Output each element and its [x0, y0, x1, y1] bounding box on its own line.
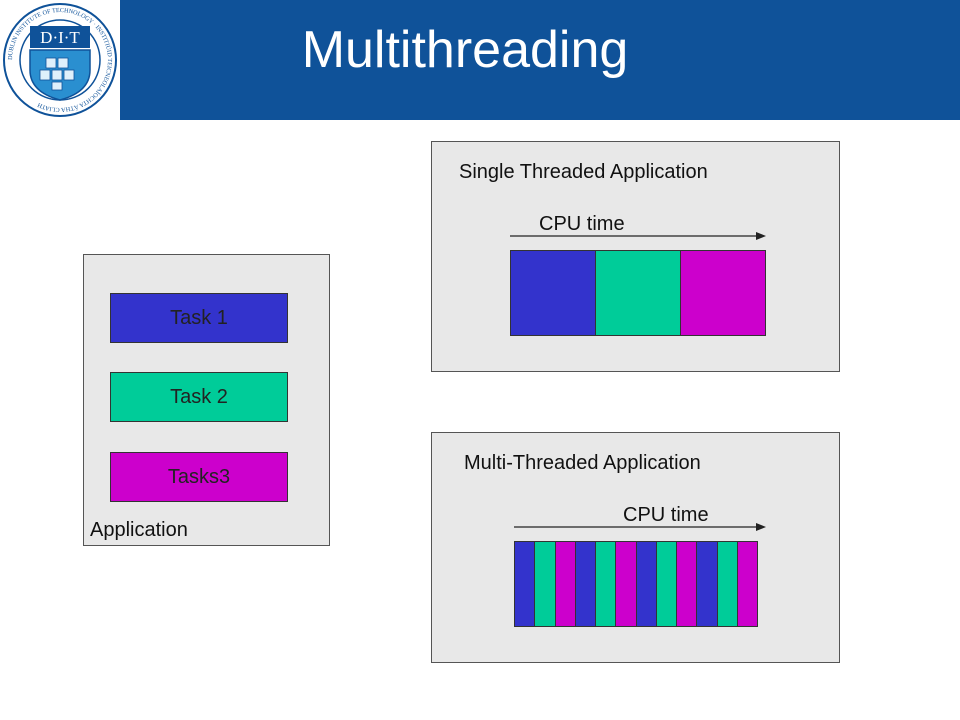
multi-thread-slice-1: [515, 542, 535, 626]
multi-thread-timeline: [514, 541, 758, 627]
task-3-box: Tasks3: [110, 452, 288, 502]
single-thread-slice-3: [680, 251, 765, 335]
title-bar: [120, 0, 960, 120]
single-cpu-time-arrow: [510, 232, 766, 240]
single-cpu-time-label: CPU time: [539, 213, 625, 235]
multi-thread-slice-10: [696, 542, 717, 626]
page-title: Multithreading: [301, 21, 629, 79]
multi-thread-slice-4: [574, 542, 595, 626]
multi-cpu-time-label: CPU time: [623, 504, 709, 526]
single-thread-slice-1: [511, 251, 595, 335]
multi-thread-slice-9: [676, 542, 697, 626]
multi-threaded-panel: Multi-Threaded Application CPU time: [431, 432, 840, 663]
application-panel: Task 1 Task 2 Tasks3 Application: [83, 254, 330, 546]
multi-thread-slice-7: [635, 542, 656, 626]
multi-thread-slice-12: [736, 542, 757, 626]
task-1-box: Task 1: [110, 293, 288, 343]
task-2-box: Task 2: [110, 372, 288, 422]
multi-cpu-time-arrow: [514, 523, 766, 531]
dit-logo: DUBLIN INSTITUTE OF TECHNOLOGY · INSTITI…: [0, 0, 120, 120]
single-thread-slice-2: [595, 251, 680, 335]
multi-threaded-title: Multi-Threaded Application: [464, 452, 701, 474]
logo-text: D·I·T: [40, 28, 80, 47]
slide-header: DUBLIN INSTITUTE OF TECHNOLOGY · INSTITI…: [0, 0, 960, 120]
application-label: Application: [90, 519, 188, 541]
multi-thread-slice-2: [534, 542, 555, 626]
multi-thread-slice-6: [615, 542, 636, 626]
single-thread-timeline: [510, 250, 766, 336]
single-threaded-title: Single Threaded Application: [459, 161, 708, 183]
multi-thread-slice-3: [554, 542, 575, 626]
multi-thread-slice-8: [655, 542, 676, 626]
multi-thread-slice-5: [595, 542, 616, 626]
multi-thread-slice-11: [716, 542, 737, 626]
single-threaded-panel: Single Threaded Application CPU time: [431, 141, 840, 372]
